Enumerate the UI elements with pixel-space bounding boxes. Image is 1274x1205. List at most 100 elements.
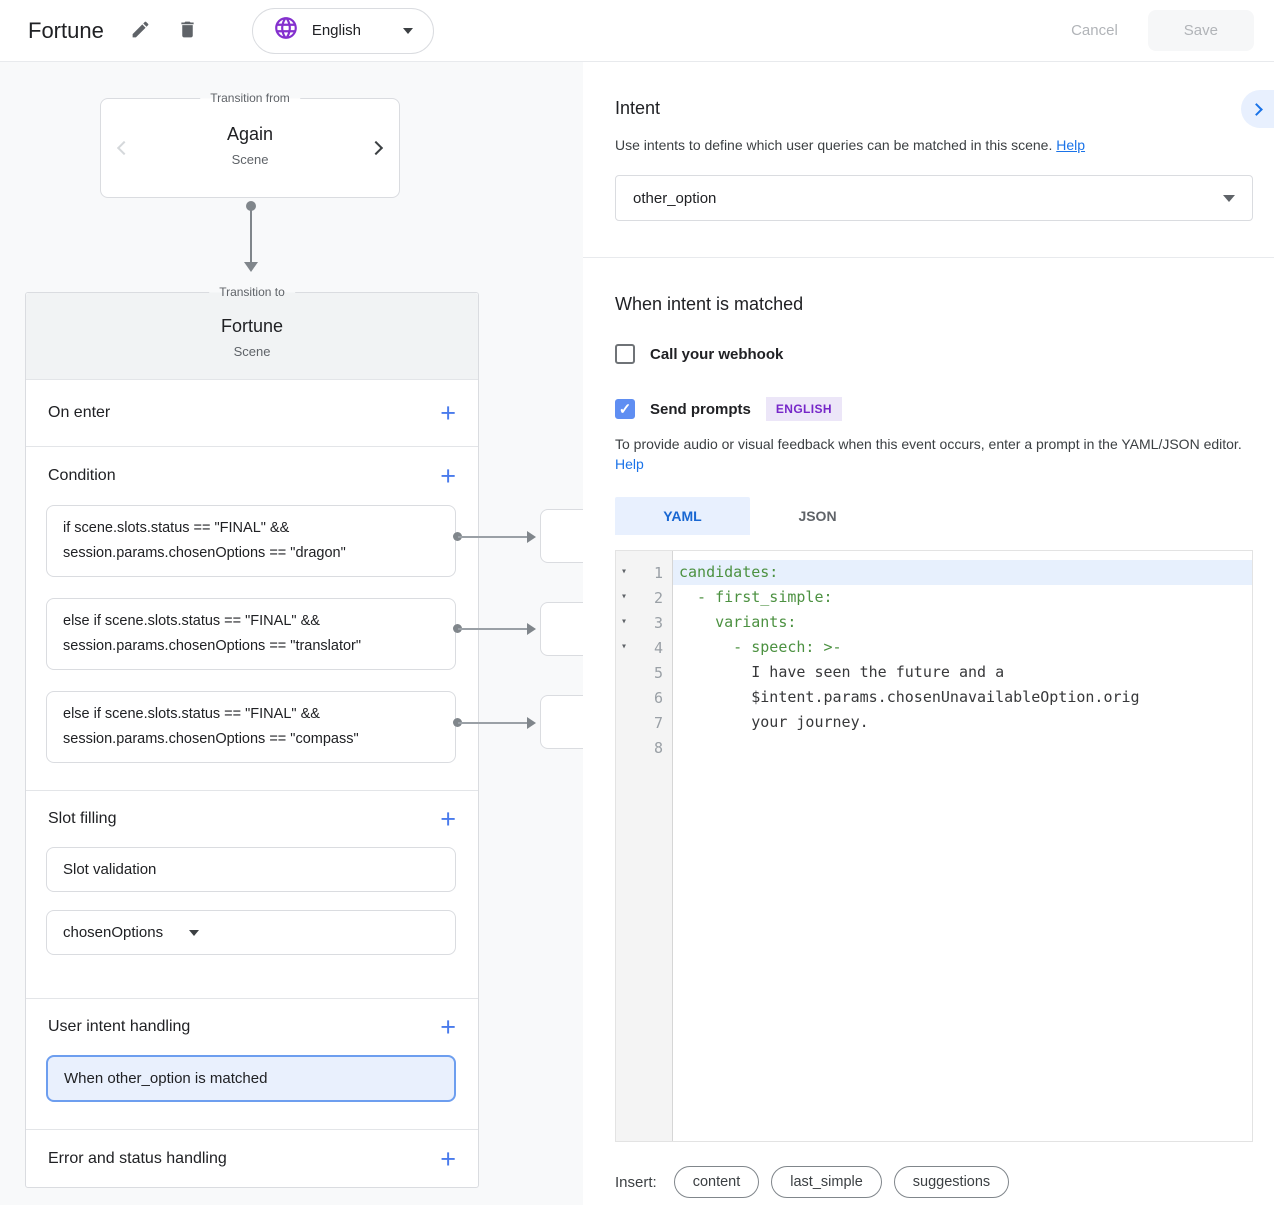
slot-filling-label: Slot filling <box>48 810 117 827</box>
code-line: your journey. <box>679 713 869 731</box>
pencil-icon <box>130 19 151 43</box>
line-number: 8 <box>653 738 663 757</box>
trash-icon <box>177 19 198 43</box>
intent-description: Use intents to define which user queries… <box>615 135 1253 155</box>
insert-last-simple-chip[interactable]: last_simple <box>771 1166 882 1198</box>
scene-name: Fortune <box>220 316 284 336</box>
insert-suggestions-chip[interactable]: suggestions <box>893 1166 1010 1198</box>
fold-toggle-icon[interactable]: ▾ <box>621 566 628 577</box>
condition-label: Condition <box>48 467 116 484</box>
webhook-row: Call your webhook <box>615 344 1253 364</box>
from-scene-type: Scene <box>231 151 269 167</box>
chevron-down-icon <box>1223 194 1235 202</box>
yaml-code-editor[interactable]: ▾ 1 ▾ 2 ▾ 3 ▾ 4 5 6 7 8 candidates: - first_… <box>615 550 1253 1142</box>
prompts-description: To provide audio or visual feedback when… <box>615 434 1253 474</box>
line-number: 2 <box>653 588 663 607</box>
slot-validation-label: Slot validation <box>63 861 157 878</box>
intent-detail-panel: Intent Use intents to define which user … <box>583 62 1274 1205</box>
transition-from-card[interactable]: Transition from Again Scene <box>100 90 400 198</box>
code-line: - first_simple: <box>679 588 833 606</box>
condition-item[interactable]: else if scene.slots.status == "FINAL" &&… <box>46 691 456 763</box>
top-bar: Fortune English Cancel Save <box>0 0 1274 62</box>
condition-section: Condition + if scene.slots.status == "FI… <box>26 446 478 790</box>
chevron-right-icon[interactable] <box>368 140 384 156</box>
insert-toolbar: Insert: content last_simple suggestions <box>615 1166 1253 1198</box>
intent-select-value: other_option <box>633 189 717 207</box>
prompts-description-text: To provide audio or visual feedback when… <box>615 436 1242 452</box>
slot-name-label: chosenOptions <box>63 924 164 941</box>
intent-help-link[interactable]: Help <box>1056 137 1086 153</box>
send-prompts-checkbox[interactable]: ✓ <box>615 399 635 419</box>
insert-label: Insert: <box>615 1173 657 1191</box>
flow-connector-line <box>250 208 252 264</box>
target-scene-card[interactable] <box>540 509 583 563</box>
code-line: variants: <box>679 613 797 631</box>
save-button[interactable]: Save <box>1147 10 1254 51</box>
add-error-handler-button[interactable]: + <box>440 1143 456 1174</box>
code-line: I have seen the future and a <box>679 663 1005 681</box>
line-number: 4 <box>653 638 663 657</box>
target-scene-card[interactable] <box>540 602 583 656</box>
scene-flow-canvas: Transition from Again Scene Transition t… <box>0 62 583 1205</box>
condition-item[interactable]: else if scene.slots.status == "FINAL" &&… <box>46 598 456 670</box>
intent-select[interactable]: other_option <box>615 175 1253 221</box>
line-number: 3 <box>653 613 663 632</box>
slot-filling-section: Slot filling + Slot validation chosenOpt… <box>26 790 478 998</box>
line-number: 6 <box>653 688 663 707</box>
cancel-button[interactable]: Cancel <box>1071 22 1118 39</box>
add-on-enter-button[interactable]: + <box>440 398 456 428</box>
user-intent-section: User intent handling + When other_option… <box>26 998 478 1129</box>
transition-to-label: Transition to <box>209 284 295 301</box>
prompts-help-link[interactable]: Help <box>615 456 644 472</box>
editor-code-area[interactable]: candidates: - first_simple: variants: - … <box>673 551 1252 1141</box>
edit-title-button[interactable] <box>130 19 151 43</box>
fold-toggle-icon[interactable]: ▾ <box>621 591 628 602</box>
chevron-down-icon <box>189 929 200 936</box>
target-scene-card[interactable] <box>540 695 583 749</box>
on-enter-label: On enter <box>48 404 111 421</box>
intent-description-text: Use intents to define which user queries… <box>615 137 1053 153</box>
line-number: 7 <box>653 713 663 732</box>
send-prompts-label: Send prompts <box>650 400 751 418</box>
slot-validation-item[interactable]: Slot validation <box>46 847 456 892</box>
send-prompts-row: ✓ Send prompts ENGLISH <box>615 397 1253 421</box>
fold-toggle-icon[interactable]: ▾ <box>621 641 628 652</box>
flow-connector-dot <box>246 201 256 211</box>
add-slot-button[interactable]: + <box>440 804 456 834</box>
editor-tabs: YAML JSON <box>615 497 1253 535</box>
code-line: candidates: <box>673 560 1252 585</box>
fold-toggle-icon[interactable]: ▾ <box>621 616 628 627</box>
delete-scene-button[interactable] <box>177 19 198 43</box>
intent-handler-item-selected[interactable]: When other_option is matched <box>46 1055 456 1102</box>
add-condition-button[interactable]: + <box>440 461 456 491</box>
line-number: 1 <box>653 563 663 582</box>
language-label: English <box>311 22 362 39</box>
user-intent-label: User intent handling <box>48 1018 191 1035</box>
code-line: - speech: >- <box>679 638 842 656</box>
line-number: 5 <box>653 663 663 682</box>
globe-icon <box>273 15 299 46</box>
scene-header: Fortune Scene <box>26 293 478 379</box>
collapse-panel-button[interactable] <box>1241 90 1274 128</box>
language-selector[interactable]: English <box>251 7 435 54</box>
tab-yaml[interactable]: YAML <box>615 497 750 535</box>
chevron-right-icon <box>1250 102 1263 116</box>
section-divider <box>583 257 1274 258</box>
when-matched-title: When intent is matched <box>615 294 804 314</box>
intent-title: Intent <box>615 98 661 118</box>
flow-arrowhead-icon <box>244 262 258 272</box>
code-line: $intent.params.chosenUnavailableOption.o… <box>679 688 1140 706</box>
code-line <box>673 735 1252 760</box>
condition-item[interactable]: if scene.slots.status == "FINAL" && sess… <box>46 505 456 577</box>
tab-json[interactable]: JSON <box>750 497 885 535</box>
error-handling-section: Error and status handling + <box>26 1129 478 1187</box>
add-user-intent-button[interactable]: + <box>440 1012 456 1042</box>
insert-content-chip[interactable]: content <box>673 1166 760 1198</box>
error-handling-label: Error and status handling <box>48 1149 227 1167</box>
transition-from-label: Transition from <box>200 90 300 107</box>
slot-item[interactable]: chosenOptions <box>46 910 456 955</box>
call-webhook-checkbox[interactable] <box>615 344 635 364</box>
call-webhook-label: Call your webhook <box>650 345 784 363</box>
page-title: Fortune <box>28 17 104 43</box>
language-badge: ENGLISH <box>765 397 842 421</box>
